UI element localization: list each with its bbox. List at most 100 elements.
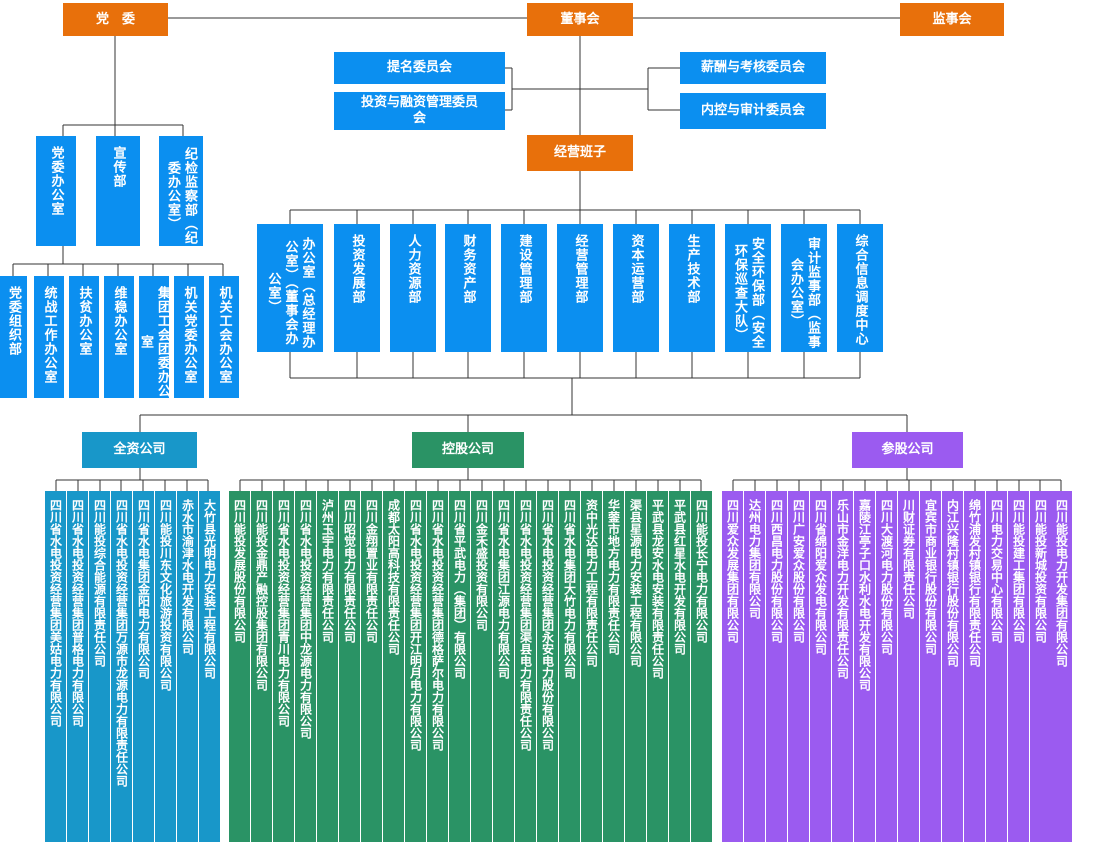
wholly-company-4[interactable]: 四川省水电集团金阳电力有限公司 (133, 491, 154, 842)
party-sub-6[interactable]: 机关工会办公室 (209, 276, 239, 398)
holding-company-13[interactable]: 四川省水电投资经营集团渠县电力有限责任公司 (515, 491, 536, 842)
dept-7[interactable]: 生产技术部 (669, 224, 715, 352)
dept-5[interactable]: 经营管理部 (557, 224, 603, 352)
company-label: 四川省水电集团金阳电力有限公司 (136, 499, 151, 679)
equity-header[interactable]: 参股公司 (852, 432, 963, 468)
holding-company-9[interactable]: 四川省水电投资经营集团德格萨尔电力有限公司 (427, 491, 448, 842)
equity-company-2[interactable]: 四川西昌电力股份有限公司 (766, 491, 787, 842)
dept-label: 资本运营部 (628, 234, 644, 304)
equity-company-1[interactable]: 达州电力集团有限公司 (744, 491, 765, 842)
holding-company-4[interactable]: 泸州玉宇电力有限责任公司 (317, 491, 338, 842)
party-dept-1[interactable]: 宣传部 (96, 136, 140, 246)
equity-company-6[interactable]: 嘉陵江亭子口水利水电开发有限公司 (854, 491, 875, 842)
equity-company-9[interactable]: 宜宾市商业银行股份有限公司 (920, 491, 941, 842)
wholly-company-5[interactable]: 四川能投川东文化旅游投资有限公司 (155, 491, 176, 842)
equity-company-14[interactable]: 四川能投新城投资有限公司 (1030, 491, 1051, 842)
party-sub-1[interactable]: 统战工作办公室 (34, 276, 64, 398)
holding-company-18[interactable]: 渠县星源电力安装工程有限公司 (625, 491, 646, 842)
company-label: 四川金翔置业有限责任公司 (364, 499, 379, 643)
holding-company-8[interactable]: 四川省水电投资经营集团开江明月电力有限公司 (405, 491, 426, 842)
company-label: 达州电力集团有限公司 (747, 499, 762, 619)
dept-10[interactable]: 综合信息调度中心 (837, 224, 883, 352)
investment-committee-box[interactable]: 投资与融资管理委员会 (334, 92, 505, 130)
holding-company-10[interactable]: 四川省平武电力（集团）有限公司 (449, 491, 470, 842)
company-label: 赤水市渝津水电开发有限公司 (180, 499, 195, 655)
company-label: 绵竹浦发村镇银行有限责任公司 (967, 499, 982, 667)
audit-committee-box[interactable]: 内控与审计委员会 (680, 93, 826, 129)
company-label: 四川能投川东文化旅游投资有限公司 (158, 499, 173, 691)
holding-company-19[interactable]: 平武县龙安水电安装有限责任公司 (647, 491, 668, 842)
equity-company-13[interactable]: 四川能投建工集团有限公司 (1008, 491, 1029, 842)
party-dept-2[interactable]: 纪检监察部（纪委办公室） (159, 136, 203, 246)
holding-company-2[interactable]: 四川省水电投资经营集团青川电力有限公司 (273, 491, 294, 842)
company-label: 华蓥市地方电力有限责任公司 (606, 499, 621, 655)
dept-label: 综合信息调度中心 (852, 234, 868, 346)
party-dept-0[interactable]: 党委办公室 (36, 136, 76, 246)
company-label: 四川电力交易中心有限公司 (989, 499, 1004, 643)
holding-company-15[interactable]: 四川省水电集团大竹电力有限公司 (559, 491, 580, 842)
holding-company-5[interactable]: 四川昭觉电力有限责任公司 (339, 491, 360, 842)
equity-company-15[interactable]: 四川能投电力开发集团有限公司 (1051, 491, 1072, 842)
dept-label: 办公室（总经理办公室）（董事会办公室） (265, 237, 315, 349)
wholly-owned-header[interactable]: 全资公司 (82, 432, 197, 468)
holding-company-16[interactable]: 资中光达电力工程有限责任公司 (581, 491, 602, 842)
dept-3[interactable]: 财务资产部 (445, 224, 491, 352)
party-dept-label: 党委办公室 (48, 146, 64, 216)
party-sub-2[interactable]: 扶贫办公室 (69, 276, 99, 398)
party-sub-label: 机关党委办公室 (181, 286, 197, 384)
holding-company-21[interactable]: 四川能投长宁电力有限公司 (691, 491, 712, 842)
equity-company-12[interactable]: 四川电力交易中心有限公司 (986, 491, 1007, 842)
dept-0[interactable]: 办公室（总经理办公室）（董事会办公室） (257, 224, 323, 352)
board-box[interactable]: 董事会 (527, 3, 633, 36)
dept-9[interactable]: 审计监事部（监事会办公室） (781, 224, 827, 352)
wholly-company-6[interactable]: 赤水市渝津水电开发有限公司 (177, 491, 198, 842)
dept-label: 安全环保部（安全环保巡查大队） (732, 237, 764, 349)
dept-1[interactable]: 投资发展部 (334, 224, 380, 352)
dept-label: 投资发展部 (349, 234, 365, 304)
party-dept-label: 纪检监察部（纪委办公室） (165, 147, 197, 245)
equity-company-5[interactable]: 乐山市金洋电力开发有限责任公司 (832, 491, 853, 842)
wholly-company-2[interactable]: 四川能投综合能源有限责任公司 (89, 491, 110, 842)
equity-company-8[interactable]: 川财证券有限责任公司 (898, 491, 919, 842)
dept-label: 经营管理部 (572, 234, 588, 304)
company-label: 四川省水电投资经营集团万源市龙源电力有限责任公司 (114, 499, 129, 787)
company-label: 四川能投金鼎产融控股集团有限公司 (254, 499, 269, 691)
holding-company-7[interactable]: 成都太阳高科技有限责任公司 (383, 491, 404, 842)
equity-company-0[interactable]: 四川爱众发展集团有限公司 (722, 491, 743, 842)
company-label: 四川省平武电力（集团）有限公司 (452, 499, 467, 679)
wholly-company-7[interactable]: 大竹县光明电力安装工程有限公司 (199, 491, 220, 842)
supervisory-board-box[interactable]: 监事会 (900, 3, 1004, 36)
equity-company-11[interactable]: 绵竹浦发村镇银行有限责任公司 (964, 491, 985, 842)
holding-company-20[interactable]: 平武县红星水电开发有限公司 (669, 491, 690, 842)
party-sub-0[interactable]: 党委组织部 (0, 276, 27, 398)
salary-committee-box[interactable]: 薪酬与考核委员会 (680, 52, 826, 84)
equity-company-10[interactable]: 内江兴隆村镇银行股份有限公司 (942, 491, 963, 842)
holding-company-6[interactable]: 四川金翔置业有限责任公司 (361, 491, 382, 842)
dept-4[interactable]: 建设管理部 (501, 224, 547, 352)
dept-2[interactable]: 人力资源部 (390, 224, 436, 352)
wholly-company-0[interactable]: 四川省水电投资经营集团美姑电力有限公司 (45, 491, 66, 842)
wholly-company-1[interactable]: 四川省水电投资经营集团普格电力有限公司 (67, 491, 88, 842)
holding-company-11[interactable]: 四川金禾盛投资有限公司 (471, 491, 492, 842)
company-label: 四川省水电投资经营集团开江明月电力有限公司 (408, 499, 423, 751)
party-sub-3[interactable]: 维稳办公室 (104, 276, 134, 398)
holding-company-3[interactable]: 四川省水电投资经营集团中龙源电力有限公司 (295, 491, 316, 842)
holding-header[interactable]: 控股公司 (412, 432, 524, 468)
equity-company-4[interactable]: 四川省绵阳爱众发电有限公司 (810, 491, 831, 842)
holding-company-1[interactable]: 四川能投金鼎产融控股集团有限公司 (251, 491, 272, 842)
holding-company-12[interactable]: 四川省水电集团江源电力有限公司 (493, 491, 514, 842)
party-sub-4[interactable]: 集团工会团委办公室 (138, 276, 170, 398)
dept-8[interactable]: 安全环保部（安全环保巡查大队） (725, 224, 771, 352)
management-team-box[interactable]: 经营班子 (527, 135, 633, 171)
party-sub-5[interactable]: 机关党委办公室 (174, 276, 204, 398)
company-label: 四川西昌电力股份有限公司 (769, 499, 784, 643)
holding-company-17[interactable]: 华蓥市地方电力有限责任公司 (603, 491, 624, 842)
wholly-company-3[interactable]: 四川省水电投资经营集团万源市龙源电力有限责任公司 (111, 491, 132, 842)
equity-company-3[interactable]: 四川广安爱众股份有限公司 (788, 491, 809, 842)
holding-company-14[interactable]: 四川省水电投资经营集团永安电力股份有限公司 (537, 491, 558, 842)
party-committee-box[interactable]: 党 委 (63, 3, 168, 36)
equity-company-7[interactable]: 四川大渡河电力股份有限公司 (876, 491, 897, 842)
nomination-committee-box[interactable]: 提名委员会 (334, 52, 505, 84)
holding-company-0[interactable]: 四川能投发展股份有限公司 (229, 491, 250, 842)
dept-6[interactable]: 资本运营部 (613, 224, 659, 352)
